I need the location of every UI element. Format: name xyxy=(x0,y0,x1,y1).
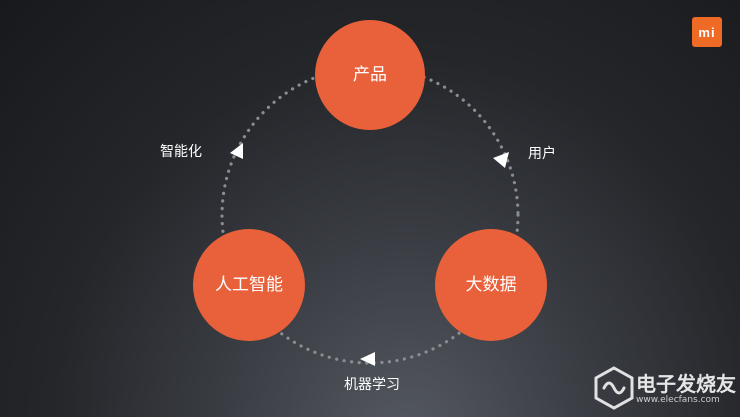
node-ai xyxy=(193,229,305,341)
node-ai-label: 人工智能 xyxy=(215,275,283,295)
cycle-ring xyxy=(220,65,520,365)
node-product-label: 产品 xyxy=(353,65,387,85)
arrow-machine-learning-icon xyxy=(360,352,375,366)
edge-label-user: 用户 xyxy=(528,145,556,162)
arrow-user-icon xyxy=(493,152,509,168)
watermark-title: 电子发烧友 xyxy=(636,372,736,396)
elecfans-logo-icon xyxy=(594,366,634,410)
node-product xyxy=(315,20,425,130)
mi-logo-text: mi xyxy=(698,24,716,40)
arrow-intelligence-icon xyxy=(230,143,243,159)
watermark-url: www.elecfans.com xyxy=(636,395,720,405)
node-big-data-label: 大数据 xyxy=(466,275,517,295)
edge-label-intelligence: 智能化 xyxy=(160,144,202,160)
node-big-data xyxy=(435,229,547,341)
watermark: 电子发烧友 www.elecfans.com xyxy=(592,362,736,414)
mi-logo: mi xyxy=(692,17,722,47)
edge-label-machine-learning: 机器学习 xyxy=(344,377,400,393)
